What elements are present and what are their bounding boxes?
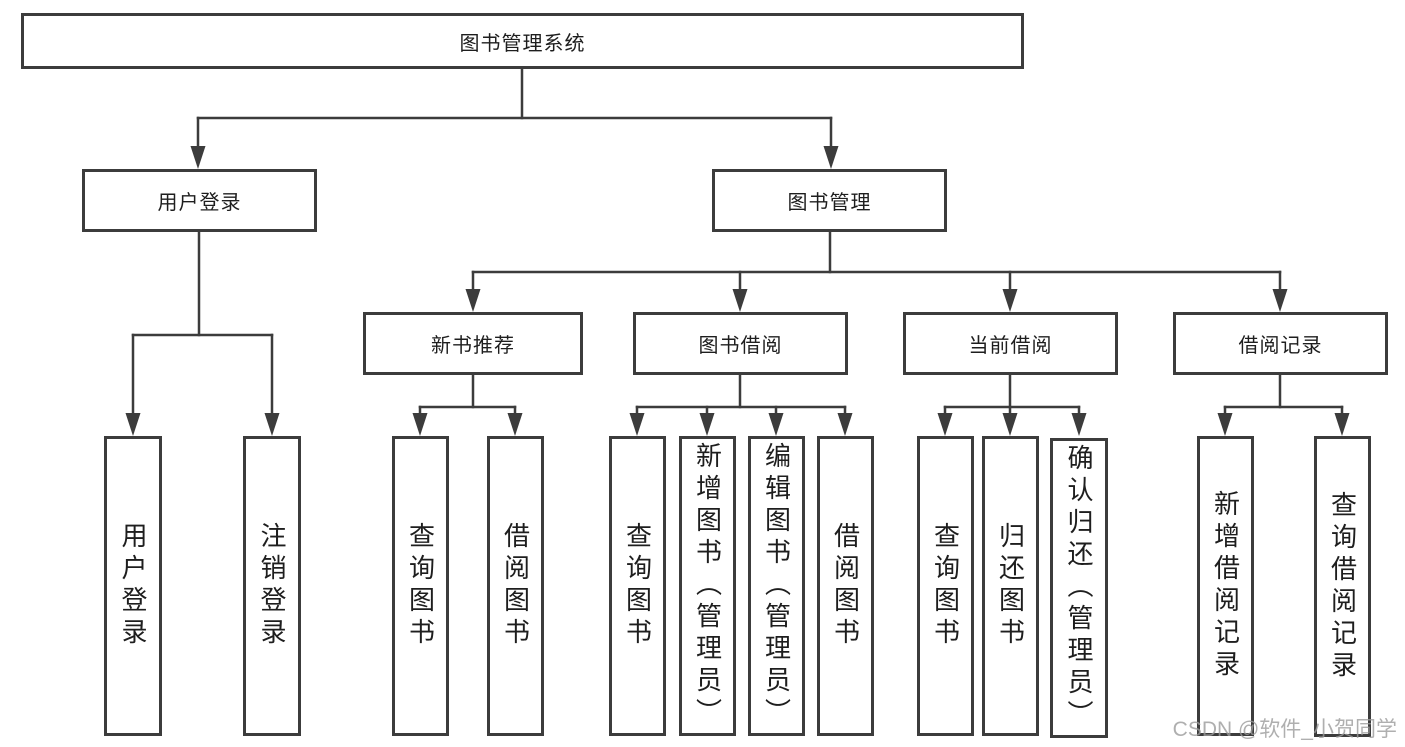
node-borrow-records: 借阅记录 xyxy=(1173,312,1388,375)
leaf-borrowing-borrow-books: 借阅图书 xyxy=(817,436,874,736)
node-label: 借阅图书 xyxy=(500,522,531,650)
node-user-login: 用户登录 xyxy=(82,169,317,232)
leaf-records-query-record: 查询借阅记录 xyxy=(1314,436,1371,737)
node-label: 编辑图书（管理员） xyxy=(761,442,792,730)
node-label: 新增图书（管理员） xyxy=(692,442,723,730)
node-label: 图书管理系统 xyxy=(459,32,586,55)
node-label: 查询图书 xyxy=(405,522,436,650)
node-current-borrowing: 当前借阅 xyxy=(903,312,1118,375)
node-label: 借阅记录 xyxy=(1238,335,1323,357)
leaf-current-return-books: 归还图书 xyxy=(982,436,1039,736)
node-book-borrowing: 图书借阅 xyxy=(633,312,848,375)
leaf-current-confirm-return-admin: 确认归还（管理员） xyxy=(1050,438,1108,738)
leaf-current-query-books: 查询图书 xyxy=(917,436,974,736)
node-label: 查询图书 xyxy=(930,522,961,650)
leaf-recommend-query-books: 查询图书 xyxy=(392,436,449,736)
node-new-book-recommend: 新书推荐 xyxy=(363,312,583,375)
node-label: 新增借阅记录 xyxy=(1210,490,1241,682)
node-label: 查询图书 xyxy=(622,522,653,650)
node-label: 确认归还（管理员） xyxy=(1064,444,1094,732)
leaf-user-login: 用户登录 xyxy=(104,436,162,736)
node-label: 新书推荐 xyxy=(431,335,515,357)
node-label: 用户登录 xyxy=(157,192,242,214)
node-label: 图书管理 xyxy=(787,192,872,214)
node-label: 用户登录 xyxy=(118,522,148,650)
node-book-management: 图书管理 xyxy=(712,169,947,232)
leaf-borrowing-query-books: 查询图书 xyxy=(609,436,666,736)
arrowheads xyxy=(125,146,1350,436)
leaf-recommend-borrow-books: 借阅图书 xyxy=(487,436,544,736)
leaf-borrowing-edit-books-admin: 编辑图书（管理员） xyxy=(748,436,805,736)
node-label: 归还图书 xyxy=(995,522,1026,650)
leaf-logout: 注销登录 xyxy=(243,436,301,736)
node-label: 当前借阅 xyxy=(968,335,1053,357)
node-label: 查询借阅记录 xyxy=(1327,490,1358,683)
node-label: 图书借阅 xyxy=(698,335,783,357)
leaf-borrowing-add-books-admin: 新增图书（管理员） xyxy=(679,436,736,736)
node-library-management-system: 图书管理系统 xyxy=(21,13,1024,69)
node-label: 借阅图书 xyxy=(830,522,861,650)
leaf-records-add-record: 新增借阅记录 xyxy=(1197,436,1254,736)
node-label: 注销登录 xyxy=(257,522,287,650)
